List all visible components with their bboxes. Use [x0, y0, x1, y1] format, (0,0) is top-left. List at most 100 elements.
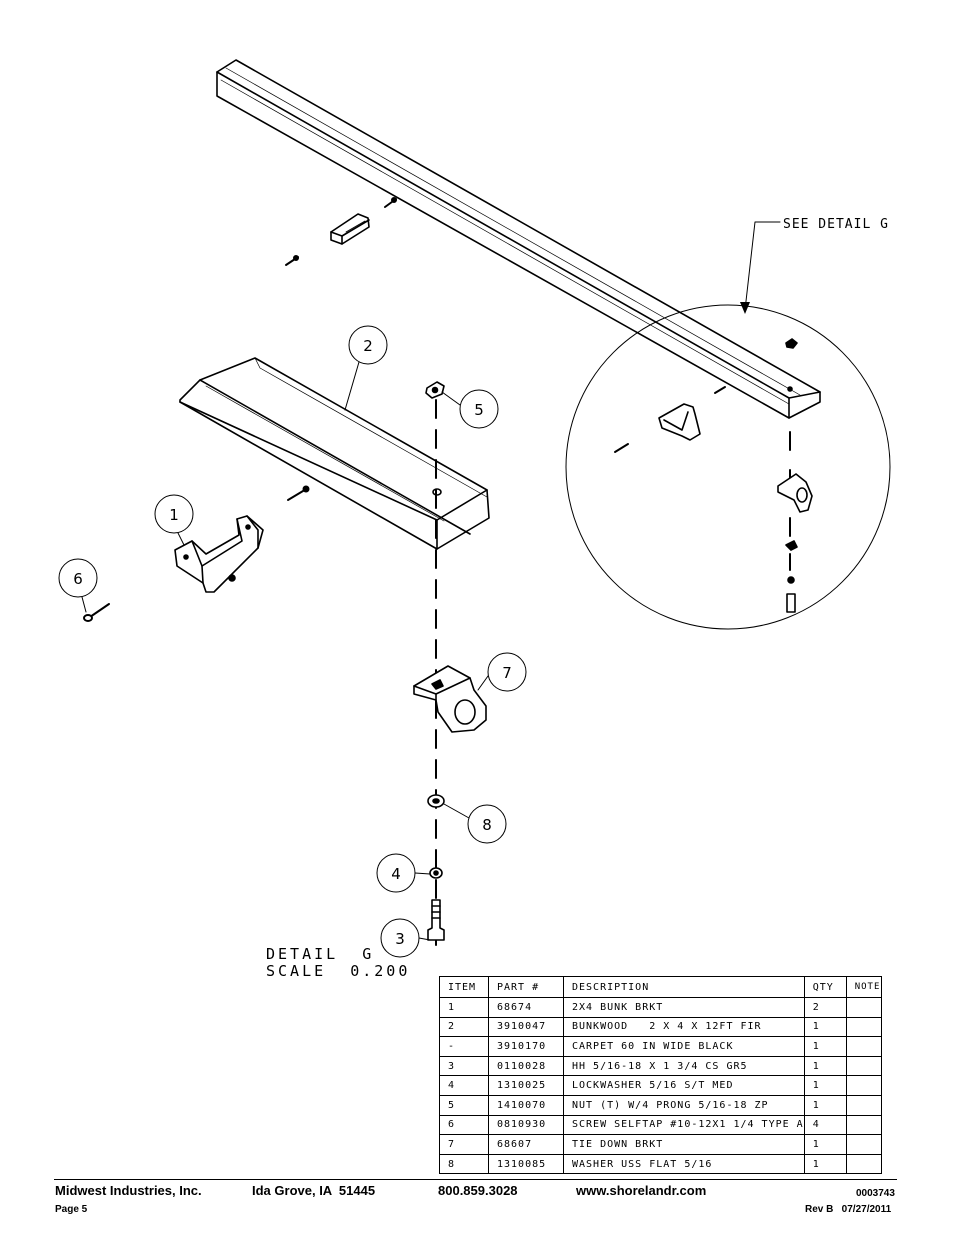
bom-cell-description: CARPET 60 IN WIDE BLACK — [563, 1036, 805, 1057]
table-row: 8 1310085 WASHER USS FLAT 5/16 1 — [439, 1153, 882, 1175]
balloon-2-label: 2 — [363, 337, 373, 355]
table-row: 6 0810930 SCREW SELFTAP #10-12X1 1/4 TYP… — [439, 1114, 882, 1136]
bom-cell-qty: 1 — [803, 1036, 847, 1057]
bunk-bracket-top — [330, 213, 370, 245]
screw-mid — [287, 485, 310, 501]
bom-cell-part: 0810930 — [488, 1114, 564, 1136]
bom-cell-description: BUNKWOOD 2 X 4 X 12FT FIR — [563, 1016, 805, 1038]
bom-cell-item: 4 — [439, 1075, 489, 1096]
bom-cell-description: TIE DOWN BRKT — [563, 1134, 805, 1155]
bom-cell-part: 68607 — [488, 1134, 564, 1155]
screw-item6 — [83, 603, 110, 622]
table-row: 7 68607 TIE DOWN BRKT 1 — [439, 1134, 882, 1155]
table-row: 2 3910047 BUNKWOOD 2 X 4 X 12FT FIR 1 — [439, 1016, 882, 1038]
bom-cell-note — [845, 1016, 882, 1038]
table-row: 1 68674 2X4 BUNK BRKT 2 — [439, 997, 882, 1018]
bom-header-row: ITEM PART # DESCRIPTION QTY NOTE — [439, 976, 882, 998]
bom-header-description: DESCRIPTION — [563, 976, 805, 998]
hex-bolt — [427, 899, 445, 941]
bom-cell-qty: 1 — [803, 1016, 847, 1038]
bom-cell-qty: 4 — [803, 1114, 847, 1136]
bom-header-qty: QTY — [803, 976, 847, 998]
t-nut — [425, 381, 445, 399]
detail-g-circle — [565, 304, 891, 630]
bom-cell-note — [845, 997, 882, 1018]
bom-cell-qty: 1 — [803, 1153, 847, 1175]
table-row: 3 0110028 HH 5/16-18 X 1 3/4 CS GR5 1 — [439, 1055, 882, 1077]
balloon-2 — [348, 325, 388, 365]
bom-cell-note — [845, 1036, 882, 1057]
balloon-7-label: 7 — [502, 664, 512, 682]
bom-cell-description: WASHER USS FLAT 5/16 — [563, 1153, 805, 1175]
bom-cell-item: 8 — [439, 1153, 489, 1175]
bom-cell-description: LOCKWASHER 5/16 S/T MED — [563, 1075, 805, 1096]
bom-cell-qty: 2 — [803, 997, 847, 1018]
bill-of-materials-table: ITEM PART # DESCRIPTION QTY NOTE 1 68674… — [439, 976, 882, 1175]
bom-cell-part: 3910047 — [488, 1016, 564, 1038]
footer-phone: 800.859.3028 — [438, 1183, 518, 1198]
bom-cell-item: - — [439, 1036, 489, 1057]
balloon-7 — [487, 652, 527, 692]
balloon-3-label: 3 — [395, 930, 405, 948]
bom-cell-description: SCREW SELFTAP #10-12X1 1/4 TYPE A — [563, 1114, 805, 1136]
bom-cell-item: 7 — [439, 1134, 489, 1155]
bom-header-note: NOTE — [845, 976, 882, 998]
balloon-1-label: 1 — [169, 506, 179, 524]
bom-cell-note — [845, 1075, 882, 1096]
balloon-6 — [58, 558, 98, 598]
balloon-8-label: 8 — [482, 816, 492, 834]
bom-header-item: ITEM — [439, 976, 489, 998]
bunk-board-short — [179, 357, 490, 550]
bom-cell-note — [845, 1114, 882, 1136]
detail-title: DETAIL G — [266, 945, 374, 963]
footer-city: Ida Grove, IA 51445 — [252, 1183, 376, 1198]
bom-cell-part: 1310085 — [488, 1153, 564, 1175]
bom-cell-item: 6 — [439, 1114, 489, 1136]
bom-cell-part: 68674 — [488, 997, 564, 1018]
bom-cell-item: 5 — [439, 1094, 489, 1116]
table-row: - 3910170 CARPET 60 IN WIDE BLACK 1 — [439, 1036, 882, 1057]
bom-cell-part: 1410070 — [488, 1094, 564, 1116]
bom-cell-qty: 1 — [803, 1094, 847, 1116]
bom-cell-qty: 1 — [803, 1075, 847, 1096]
bom-cell-description: NUT (T) W/4 PRONG 5/16-18 ZP — [563, 1094, 805, 1116]
bom-header-part: PART # — [488, 976, 564, 998]
bunk-bracket — [174, 515, 264, 593]
footer-divider — [54, 1179, 897, 1180]
table-row: 5 1410070 NUT (T) W/4 PRONG 5/16-18 ZP 1 — [439, 1094, 882, 1116]
detail-scale: SCALE 0.200 — [266, 962, 410, 980]
bom-cell-qty: 1 — [803, 1055, 847, 1077]
bom-cell-note — [845, 1134, 882, 1155]
balloon-5-label: 5 — [474, 401, 484, 419]
balloon-4-label: 4 — [391, 865, 401, 883]
bom-cell-part: 3910170 — [488, 1036, 564, 1057]
bom-cell-qty: 1 — [803, 1134, 847, 1155]
screw-top-left — [285, 255, 299, 266]
footer-page-number: Page 5 — [55, 1204, 88, 1215]
bom-cell-description: HH 5/16-18 X 1 3/4 CS GR5 — [563, 1055, 805, 1077]
balloon-6-label: 6 — [73, 570, 83, 588]
screw-top-right — [384, 197, 397, 208]
table-row: 4 1310025 LOCKWASHER 5/16 S/T MED 1 — [439, 1075, 882, 1096]
bom-cell-item: 3 — [439, 1055, 489, 1077]
balloon-8 — [467, 804, 507, 844]
bom-cell-item: 1 — [439, 997, 489, 1018]
bom-cell-part: 0110028 — [488, 1055, 564, 1077]
bunk-board-long — [216, 59, 821, 419]
bom-cell-description: 2X4 BUNK BRKT — [563, 997, 805, 1018]
see-detail-leader — [744, 221, 781, 311]
see-detail-callout: SEE DETAIL G — [783, 217, 889, 232]
footer-revision: Rev B 07/27/2011 — [805, 1204, 892, 1215]
balloon-5 — [459, 389, 499, 429]
bom-cell-note — [845, 1055, 882, 1077]
bom-cell-note — [845, 1153, 882, 1175]
bom-cell-item: 2 — [439, 1016, 489, 1038]
balloon-1 — [154, 494, 194, 534]
detail-g-contents — [614, 338, 813, 613]
tie-down-bracket — [413, 665, 487, 733]
footer-doc-number: 0003743 — [856, 1188, 895, 1199]
bom-cell-part: 1310025 — [488, 1075, 564, 1096]
footer-website-link[interactable]: www.shorelandr.com — [576, 1183, 707, 1198]
footer-company: Midwest Industries, Inc. — [55, 1183, 202, 1198]
